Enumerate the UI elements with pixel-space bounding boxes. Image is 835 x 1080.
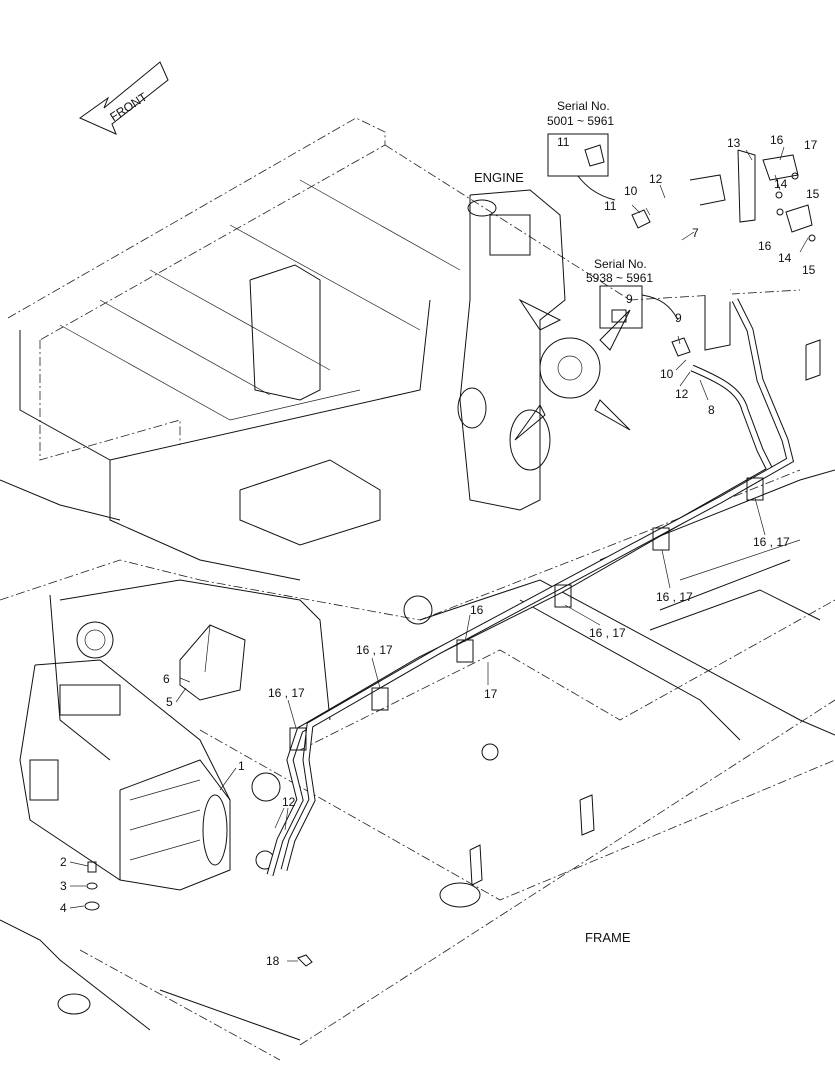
serial-box-1-range: 5001 ~ 5961 [547, 114, 614, 128]
callout-16-17-c: 16 , 17 [589, 626, 626, 640]
serial-box-1-title: Serial No. [557, 99, 610, 113]
callout-4: 4 [60, 901, 67, 915]
callout-1: 1 [238, 759, 245, 773]
controller-box [179, 624, 246, 701]
serial-box-2-part: 9 [626, 292, 633, 306]
front-arrow: FRONT [78, 61, 169, 135]
callout-13: 13 [727, 136, 741, 150]
callout-15-upper: 15 [806, 187, 820, 201]
callout-11: 11 [604, 199, 617, 213]
serial-box-2-range: 5938 ~ 5961 [586, 271, 653, 285]
front-arrow-label: FRONT [107, 89, 150, 124]
heater-unit [19, 659, 231, 891]
callout-16-upper: 16 [770, 133, 784, 147]
callout-12-mid: 12 [675, 387, 689, 401]
callout-16-17-d: 16 , 17 [356, 643, 393, 657]
hardware [84, 144, 816, 967]
serial-box-2-title: Serial No. [594, 257, 647, 271]
callout-3: 3 [60, 879, 67, 893]
callout-9: 9 [675, 311, 682, 325]
serial-box-1: Serial No. 5001 ~ 5961 11 [547, 99, 616, 201]
callout-5: 5 [166, 695, 173, 709]
callout-17-mid: 17 [484, 687, 498, 701]
frame-label: FRAME [585, 930, 631, 945]
callout-16-17-e: 16 , 17 [268, 686, 305, 700]
callout-18: 18 [266, 954, 280, 968]
callout-14-upper: 14 [774, 177, 788, 191]
serial-box-1-part: 11 [557, 135, 570, 149]
callout-16-17-b: 16 , 17 [656, 590, 693, 604]
callout-12-lower: 12 [282, 795, 296, 809]
callout-12-upper: 12 [649, 172, 663, 186]
engine [457, 189, 631, 511]
callout-8: 8 [708, 403, 715, 417]
callout-16-right: 16 [758, 239, 772, 253]
leader-lines [69, 146, 809, 962]
callout-10-upper: 10 [624, 184, 638, 198]
callout-10-lower: 10 [660, 367, 674, 381]
lower-frame [0, 339, 835, 1061]
hose-lines [266, 179, 795, 876]
callout-6: 6 [163, 672, 170, 686]
engine-label: ENGINE [474, 170, 524, 185]
callout-7: 7 [692, 226, 699, 240]
serial-box-2: Serial No. 5938 ~ 5961 9 [586, 257, 679, 329]
callout-17-upper: 17 [804, 138, 818, 152]
callout-2: 2 [60, 855, 67, 869]
callout-16-mid: 16 [470, 603, 484, 617]
callout-14-lower: 14 [778, 251, 792, 265]
callout-15-lower: 15 [802, 263, 816, 277]
callout-16-17-a: 16 , 17 [753, 535, 790, 549]
callouts: 1 2 3 4 5 6 7 8 9 10 10 11 12 12 12 13 1… [60, 133, 820, 968]
